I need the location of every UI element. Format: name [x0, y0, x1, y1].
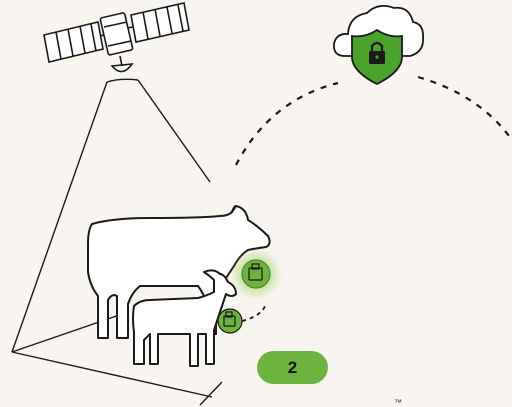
sensor-tag-icon[interactable] [241, 259, 271, 289]
step-badge: 2 [257, 351, 328, 384]
trademark-symbol: ™ [394, 398, 402, 407]
data-link-left [235, 81, 339, 166]
sensor-tag-icon-goat[interactable] [217, 308, 243, 334]
data-link-right [417, 75, 512, 141]
satellite-icon [43, 2, 190, 73]
goat-outline [132, 269, 237, 367]
sensor-link [241, 303, 267, 322]
shield-lock-icon [351, 28, 403, 86]
